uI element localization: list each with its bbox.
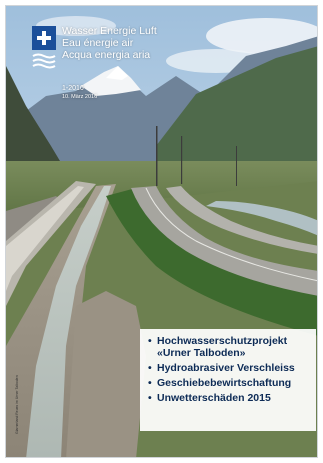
headline-text: Geschiebebewirtschaftung	[157, 377, 292, 389]
headline-item: • Geschiebebewirtschaftung	[148, 377, 310, 389]
headline-item: • Hochwasserschutzprojekt «Urner Talbode…	[148, 335, 310, 359]
main-highway	[131, 186, 317, 296]
headline-text: Hochwasserschutzprojekt «Urner Talboden»	[157, 335, 288, 359]
side-channel	[206, 201, 317, 236]
river	[26, 186, 111, 457]
headline-text: Unwetterschäden 2015	[157, 392, 271, 404]
issue-date: 10. März 2016	[62, 94, 98, 100]
masthead-titles: Wasser Energie Luft Eau énergie air Acqu…	[62, 25, 157, 61]
headline-bullet: •	[148, 377, 152, 389]
left-mountain	[6, 66, 66, 181]
headline-item: • Unwetterschäden 2015	[148, 392, 310, 404]
right-mountain	[156, 46, 317, 176]
photo-credit: Glarnerland Reuss im Urner Talboden	[8, 304, 19, 434]
issue-number: 1-2016	[62, 85, 84, 92]
headline-bullet: •	[148, 362, 152, 374]
title-french: Eau énergie air	[62, 37, 134, 49]
masthead: Wasser Energie Luft Eau énergie air Acqu…	[32, 25, 182, 106]
headline-bullet: •	[148, 392, 152, 404]
magazine-cover: Wasser Energie Luft Eau énergie air Acqu…	[5, 5, 318, 458]
cover-photo	[6, 6, 317, 457]
title-italian: Acqua energia aria	[62, 49, 151, 61]
headline-text: Hydroabrasiver Verschleiss	[157, 362, 295, 374]
headline-box: • Hochwasserschutzprojekt «Urner Talbode…	[140, 329, 316, 431]
swiss-cross-water-logo-icon	[32, 26, 56, 69]
issue-info: 1-2016 10. März 2016	[62, 85, 97, 101]
title-german: Wasser Energie Luft	[62, 25, 157, 37]
headline-item: • Hydroabrasiver Verschleiss	[148, 362, 310, 374]
photo-credit-text: Glarnerland Reuss im Urner Talboden	[15, 375, 19, 434]
headline-bullet: •	[148, 335, 152, 347]
